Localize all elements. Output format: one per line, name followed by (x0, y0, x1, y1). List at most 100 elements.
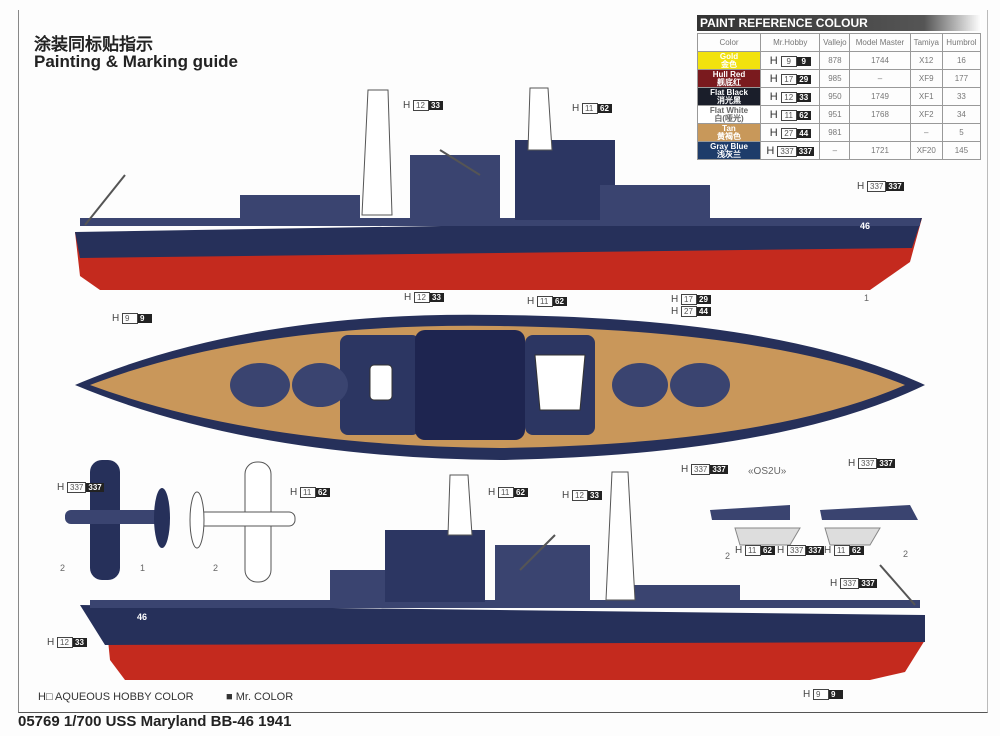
mr-color-code: 337 (86, 483, 104, 492)
color-name-cn: 白(哑光) (714, 113, 744, 123)
legend-mr-color: ■ Mr. COLOR (226, 691, 293, 703)
color-name: Gray Blue (710, 141, 748, 151)
h-prefix: H (671, 306, 679, 317)
aqueous-code: 17 (681, 294, 698, 305)
h-prefix: H (527, 296, 535, 307)
color-name-cn: 黄褐色 (717, 131, 741, 141)
tamiya-code: X12 (909, 51, 943, 70)
aqueous-code: 9 (122, 313, 139, 324)
mr-color-symbol: ■ (226, 691, 233, 703)
product-title: 05769 1/700 USS Maryland BB-46 1941 (18, 713, 292, 730)
mr-color-code: 337 (877, 459, 895, 468)
page-frame (18, 10, 988, 713)
mr-color-code: 337 (710, 465, 728, 474)
aqueous-code: 27 (681, 306, 698, 317)
h-prefix: H (562, 490, 570, 501)
aqueous-code: 11 (300, 487, 317, 498)
h-prefix: H (404, 292, 412, 303)
h-prefix: H (769, 108, 778, 121)
h-prefix: H (47, 637, 55, 648)
aqueous-code: 27 (780, 127, 797, 139)
h-prefix: H (112, 313, 120, 324)
color-name: Flat White (709, 105, 749, 115)
mr-color-code: 33 (588, 491, 603, 500)
col-tamiya: Tamiya (909, 33, 943, 52)
hull-number-top: 46 (860, 221, 870, 231)
aqueous-code: 337 (691, 464, 711, 475)
model-master-code: 1721 (849, 141, 911, 160)
aqueous-code: 17 (780, 73, 797, 85)
part-number: 1 (140, 563, 146, 573)
part-number: 2 (725, 551, 731, 561)
mr-color-code: 9 (138, 314, 153, 323)
col-mrhobby: Mr.Hobby (759, 33, 821, 52)
h-prefix: H (777, 545, 785, 556)
aqueous-code: 9 (813, 689, 830, 700)
mr-color-code: 337 (886, 182, 904, 191)
h-prefix: H (769, 90, 778, 103)
humbrol-code: 16 (941, 51, 982, 70)
mr-color-code: 33 (796, 92, 811, 102)
paint-reference-table: PAINT REFERENCE COLOUR Color Mr.Hobby Va… (697, 15, 982, 160)
color-name-cn: 舰底红 (717, 77, 741, 87)
h-prefix: H (769, 126, 778, 139)
vallejo-code: 951 (819, 105, 851, 124)
mr-color-code: 44 (697, 307, 712, 316)
vallejo-code: 981 (819, 123, 851, 142)
plan-view (75, 314, 925, 460)
part-number: 2 (213, 563, 219, 573)
part-number: 1 (864, 293, 870, 303)
model-master-code: 1744 (849, 51, 911, 70)
aircraft-kingfisher-white (189, 461, 296, 583)
vallejo-code: 950 (819, 87, 851, 106)
mr-color-code: 62 (514, 488, 529, 497)
tamiya-code: XF1 (909, 87, 943, 106)
col-model-master: Model Master (849, 33, 911, 52)
title-chinese: 涂装同标贴指示 (34, 35, 153, 54)
mr-color-code: 9 (829, 690, 844, 699)
mr-color-code: 29 (796, 74, 811, 84)
mr-color-code: 337 (859, 579, 877, 588)
table-header-row: Color Mr.Hobby Vallejo Model Master Tami… (697, 33, 982, 52)
aqueous-code: 12 (572, 490, 589, 501)
aqueous-code: 12 (57, 637, 74, 648)
tamiya-code: XF9 (909, 69, 943, 88)
mr-color-code: 33 (430, 293, 445, 302)
col-humbrol: Humbrol (941, 33, 982, 52)
h-prefix: H (488, 487, 496, 498)
mr-color-code: 62 (553, 297, 568, 306)
h-prefix: H (824, 545, 832, 556)
h-prefix: H (769, 54, 778, 67)
aqueous-code: 11 (745, 545, 762, 556)
h-prefix: H (57, 482, 65, 493)
aqueous-code: 11 (498, 487, 515, 498)
color-name: Flat Black (710, 87, 748, 97)
aircraft-label: «OS2U» (748, 466, 787, 477)
vallejo-code: – (819, 141, 851, 160)
mr-color-code: 44 (796, 128, 811, 138)
color-name: Tan (722, 123, 736, 133)
tamiya-code: XF20 (909, 141, 943, 160)
